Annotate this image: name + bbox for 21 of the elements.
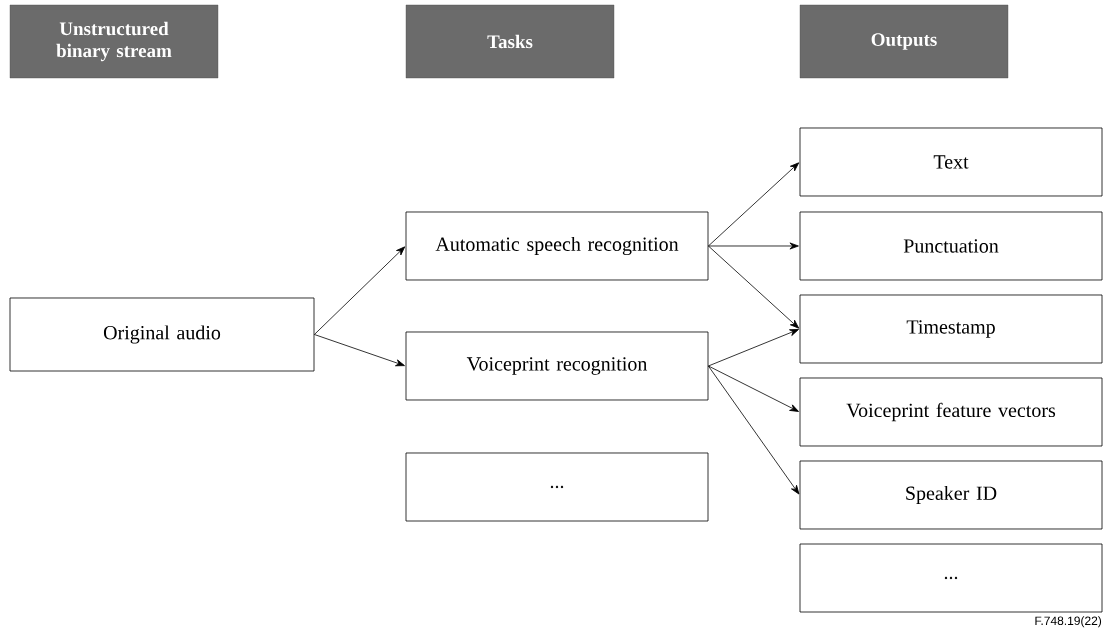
process-box: Punctuation [799, 211, 1103, 281]
arrow [314, 334, 405, 367]
process-box: Timestamp [799, 294, 1103, 364]
column-header: Unstructured binary stream [9, 4, 219, 79]
arrow [708, 162, 800, 247]
process-box: Text [799, 127, 1103, 197]
column-header: Outputs [799, 4, 1009, 79]
column-header: Tasks [405, 4, 615, 79]
process-box: Voiceprint feature vectors [799, 377, 1103, 447]
process-box: Speaker ID [799, 460, 1103, 530]
process-box: ... [799, 543, 1103, 613]
arrow [708, 245, 800, 329]
process-box: Automatic speech recognition [405, 211, 709, 281]
process-box: Voiceprint recognition [405, 331, 709, 401]
arrow [708, 329, 799, 367]
arrow [708, 242, 799, 250]
arrow [314, 246, 406, 335]
process-box: Original audio [9, 297, 315, 372]
arrow [708, 365, 799, 412]
arrow [708, 365, 800, 495]
process-box: ... [405, 452, 709, 522]
